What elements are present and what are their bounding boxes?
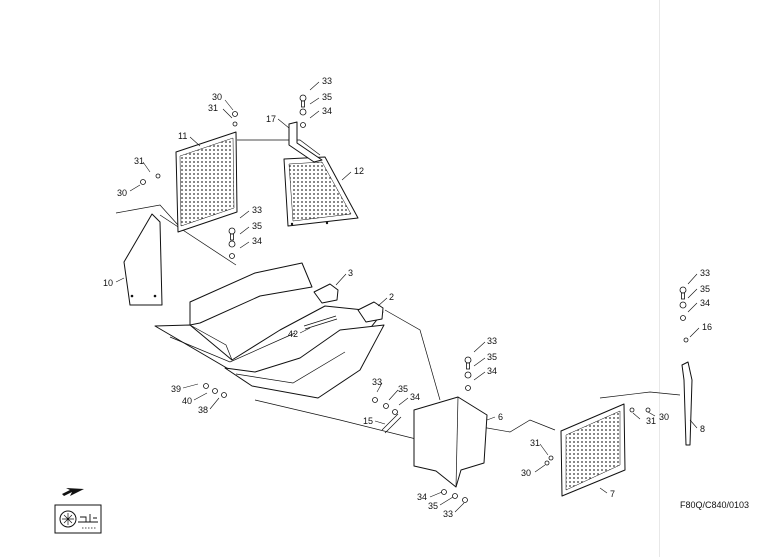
part-2-bracket — [357, 301, 384, 323]
fasteners — [140, 94, 689, 503]
callout-39: 39 — [171, 384, 181, 394]
part-8-lever — [681, 361, 693, 446]
callout-11: 11 — [178, 131, 187, 141]
callout-34c: 34 — [487, 366, 497, 376]
callout-17: 17 — [266, 114, 276, 124]
callout-30b: 30 — [117, 188, 127, 198]
callout-35: 35 — [322, 92, 332, 102]
callout-30c: 30 — [659, 412, 669, 422]
page-edge-line — [659, 0, 660, 557]
callout-16: 16 — [702, 322, 712, 332]
callout-38: 38 — [198, 405, 208, 415]
callout-31c: 31 — [646, 416, 656, 426]
part-cover-plate — [224, 324, 385, 399]
part-10-side-plate — [123, 213, 163, 306]
callout-33c: 33 — [487, 336, 497, 346]
callout-8: 8 — [700, 424, 705, 434]
callout-34d: 34 — [410, 392, 420, 402]
leader-lines — [115, 81, 700, 513]
callout-15: 15 — [363, 416, 373, 426]
part-3-bracket — [313, 283, 339, 304]
callout-34e: 34 — [700, 298, 710, 308]
callout-31d: 31 — [530, 438, 540, 448]
callout-30: 30 — [212, 92, 222, 102]
callout-42: 42 — [288, 329, 298, 339]
callout-7: 7 — [610, 489, 615, 499]
callout-33b: 33 — [252, 205, 262, 215]
callout-33e: 33 — [700, 268, 710, 278]
callout-35f: 35 — [428, 501, 438, 511]
machine-pictogram-icon — [54, 504, 102, 534]
assembly-lines — [115, 139, 681, 441]
part-17-bracket — [288, 121, 323, 163]
callout-34b: 34 — [252, 236, 262, 246]
part-15-rod — [381, 413, 402, 434]
callouts: 33 35 34 17 30 31 11 12 31 30 33 35 34 1… — [103, 76, 712, 519]
callout-10: 10 — [103, 278, 113, 288]
part-42-rod — [303, 315, 338, 330]
part-7-grille — [560, 403, 626, 497]
callout-2: 2 — [389, 292, 394, 302]
callout-3: 3 — [348, 268, 353, 278]
callout-31: 31 — [208, 103, 218, 113]
callout-33f: 33 — [443, 509, 453, 519]
callout-35e: 35 — [700, 284, 710, 294]
direction-arrow-icon — [62, 488, 84, 496]
callout-35d: 35 — [398, 384, 408, 394]
callout-33: 33 — [322, 76, 332, 86]
part-6-cover — [413, 396, 488, 488]
callout-34: 34 — [322, 106, 332, 116]
reference-code: F80Q/C840/0103 — [679, 500, 749, 510]
callout-6: 6 — [498, 412, 503, 422]
part-12-panel — [283, 156, 359, 227]
callout-35c: 35 — [487, 352, 497, 362]
callout-35b: 35 — [252, 221, 262, 231]
callout-12: 12 — [354, 166, 364, 176]
callout-31b: 31 — [134, 156, 144, 166]
part-11-grille — [175, 131, 238, 233]
callout-40: 40 — [182, 396, 192, 406]
callout-33d: 33 — [372, 377, 382, 387]
callout-34f: 34 — [417, 492, 427, 502]
callout-30d: 30 — [521, 468, 531, 478]
